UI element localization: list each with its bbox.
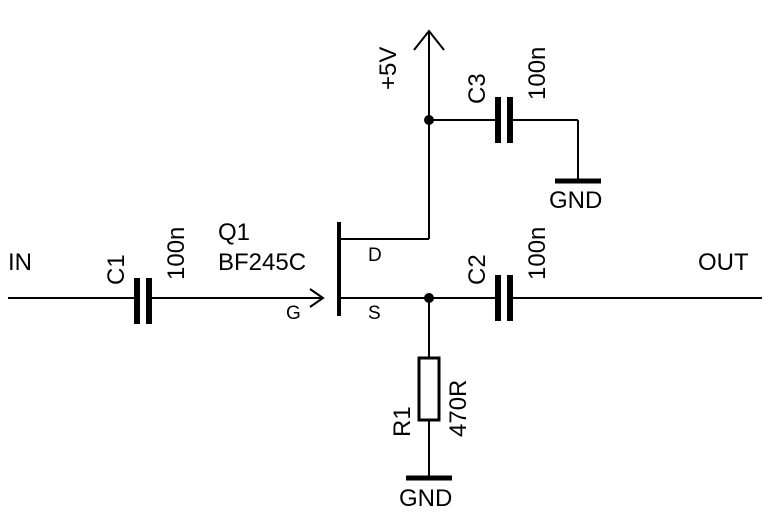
c2-value-label: 100n bbox=[524, 227, 551, 280]
transistor-part-label: BF245C bbox=[218, 249, 306, 276]
c2-ref-label: C2 bbox=[464, 254, 491, 285]
c3-ref-label: C3 bbox=[464, 73, 491, 104]
c3-wire bbox=[429, 119, 579, 181]
ground-label-bottom: GND bbox=[399, 485, 452, 512]
supply-arrow bbox=[413, 29, 445, 51]
c1-value-label: 100n bbox=[163, 227, 190, 280]
c3-value-label: 100n bbox=[524, 47, 551, 100]
transistor-ref-label: Q1 bbox=[218, 219, 250, 246]
gate-arrow bbox=[309, 288, 325, 308]
junction-dot-drain bbox=[424, 115, 434, 125]
capacitor-c1-symbol bbox=[134, 278, 152, 324]
pin-source-label: S bbox=[368, 303, 381, 324]
c1-ref-label: C1 bbox=[103, 254, 130, 285]
drain-wire bbox=[339, 31, 430, 240]
r1-ref-label: R1 bbox=[389, 406, 416, 437]
pin-drain-label: D bbox=[368, 245, 382, 266]
supply-label: +5V bbox=[375, 47, 402, 90]
pin-gate-label: G bbox=[286, 303, 301, 324]
ground-label-top: GND bbox=[549, 187, 602, 214]
output-label: OUT bbox=[698, 249, 749, 276]
input-label: IN bbox=[8, 249, 32, 276]
resistor-r1-symbol bbox=[417, 356, 441, 422]
capacitor-c2-symbol bbox=[495, 275, 513, 321]
capacitor-c3-symbol bbox=[495, 97, 513, 143]
r1-value-label: 470R bbox=[445, 380, 472, 437]
